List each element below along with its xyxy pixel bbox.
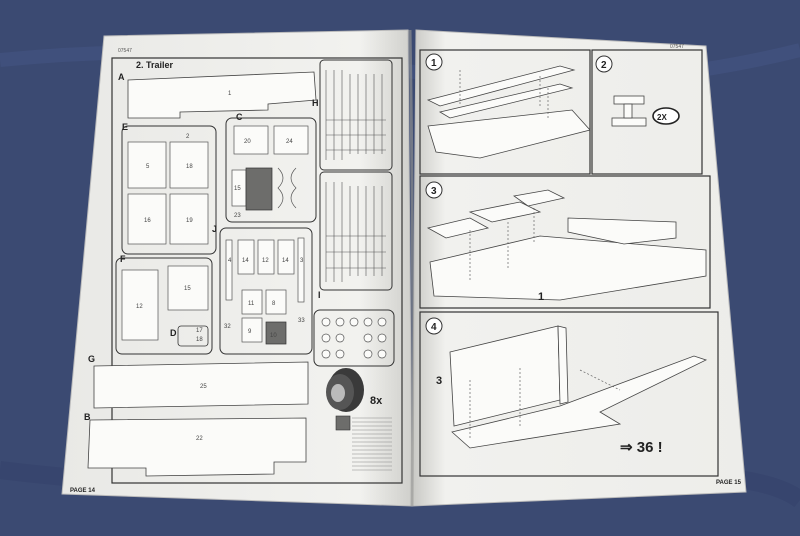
svg-text:22: 22 <box>196 436 203 442</box>
left-page-number: PAGE 14 <box>70 488 96 494</box>
section-d-label: D <box>170 328 177 338</box>
svg-text:9: 9 <box>248 329 252 335</box>
section-b-label: B <box>84 412 91 422</box>
section-h-label: H <box>312 98 319 108</box>
step-3-sub-number: 1 <box>538 291 544 303</box>
section-f-label: F <box>120 254 126 264</box>
paint-swatch <box>335 415 351 431</box>
step-4-frame <box>419 311 719 477</box>
svg-text:20: 20 <box>244 139 251 145</box>
svg-text:14: 14 <box>282 258 289 264</box>
sprue-e-frame <box>121 125 217 255</box>
right-page-number: PAGE 15 <box>716 480 742 486</box>
svg-text:5: 5 <box>146 164 150 170</box>
trailer-title: 2. Trailer <box>136 60 174 70</box>
section-c-label: C <box>236 112 243 122</box>
svg-text:24: 24 <box>286 139 293 145</box>
svg-text:15: 15 <box>234 186 241 192</box>
sprue-j-frame <box>219 227 313 355</box>
step-2-multiplier-badge <box>652 107 680 125</box>
right-page-code: 07547 <box>670 44 684 50</box>
svg-text:33: 33 <box>298 318 305 324</box>
svg-text:18: 18 <box>196 337 203 343</box>
section-a-label: A <box>118 72 125 82</box>
svg-text:2: 2 <box>186 134 190 140</box>
part-j-gray <box>265 321 287 345</box>
svg-text:25: 25 <box>200 384 207 390</box>
svg-text:17: 17 <box>196 328 203 334</box>
sprue-d-frame <box>177 325 209 347</box>
step-1-number: 1 <box>431 58 437 69</box>
sprue-f-frame <box>115 257 213 355</box>
step-1-frame <box>419 49 591 175</box>
book-spine <box>408 29 415 507</box>
part-g-deck <box>93 361 309 409</box>
svg-text:11: 11 <box>248 301 255 307</box>
left-page-frame <box>111 57 403 484</box>
svg-text:4: 4 <box>228 258 232 264</box>
step-4-number: 4 <box>431 322 437 333</box>
svg-text:16: 16 <box>144 218 151 224</box>
svg-text:10: 10 <box>270 333 277 339</box>
sprue-h-frame-top <box>319 59 393 171</box>
step-4-sub-number: 3 <box>436 375 442 387</box>
section-j-label: J <box>212 224 217 234</box>
left-page: 07547 2. Trailer A 1 E 5 18 16 19 2 C 20… <box>61 29 413 507</box>
section-g-label: G <box>88 354 95 364</box>
svg-text:3: 3 <box>300 258 304 264</box>
svg-text:12: 12 <box>262 258 269 264</box>
right-page: 07547 1 2 2X 3 <box>411 29 747 507</box>
svg-text:32: 32 <box>224 324 231 330</box>
next-step-reference: ⇒ 36 ! <box>620 439 663 456</box>
step-2-frame <box>591 49 703 175</box>
section-i-label: I <box>318 290 321 300</box>
part-c-gray <box>245 167 273 211</box>
sprue-h-frame-bottom <box>319 171 393 291</box>
svg-text:23: 23 <box>234 213 241 219</box>
part-b-floor <box>87 417 307 477</box>
part-a-number: 1 <box>228 91 232 97</box>
step-3-frame <box>419 175 711 309</box>
sprue-c-frame <box>225 117 317 223</box>
svg-text:18: 18 <box>186 164 193 170</box>
svg-text:14: 14 <box>242 258 249 264</box>
tires-count: 8x <box>370 395 383 407</box>
step-2-multiplier: 2X <box>657 113 667 122</box>
tire-illustration <box>326 368 364 412</box>
step-3-number: 3 <box>431 186 437 197</box>
step-2-number: 2 <box>601 60 607 71</box>
svg-text:12: 12 <box>136 304 143 310</box>
part-a-chassis <box>127 71 317 119</box>
left-page-code: 07547 <box>118 48 132 54</box>
svg-text:15: 15 <box>184 286 191 292</box>
svg-text:19: 19 <box>186 218 193 224</box>
sprue-i-frame <box>313 309 395 367</box>
svg-text:8: 8 <box>272 301 276 307</box>
